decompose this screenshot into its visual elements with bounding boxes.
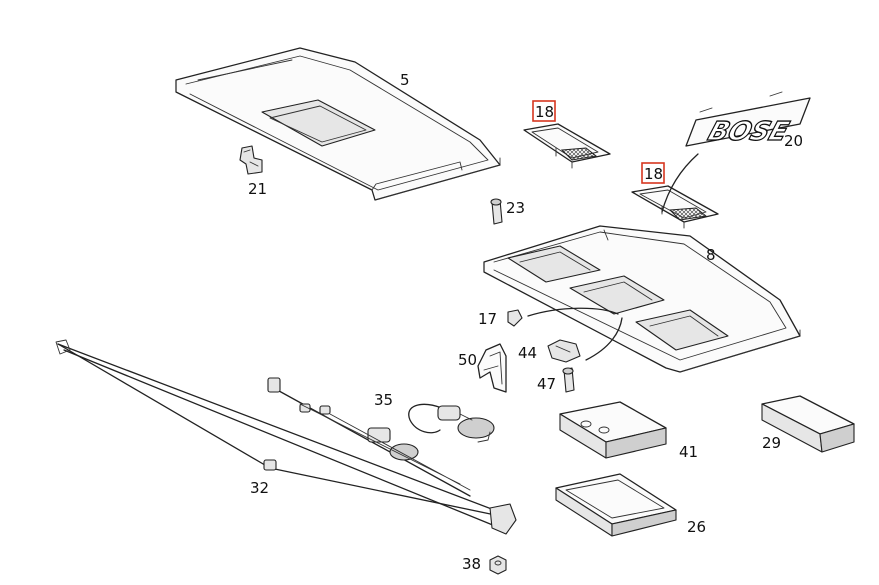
parcel-shelf-upper[interactable] <box>175 47 501 201</box>
speaker-grille-18-left[interactable] <box>523 123 611 169</box>
clip-part-21[interactable] <box>239 145 263 175</box>
tray-part-26[interactable] <box>555 473 677 537</box>
label-part-18-left[interactable]: 18 <box>535 103 554 121</box>
label-part-20[interactable]: 20 <box>784 132 803 150</box>
label-part-35[interactable]: 35 <box>374 391 393 409</box>
label-part-21[interactable]: 21 <box>248 180 267 198</box>
speaker-grille-18-right[interactable] <box>631 185 719 229</box>
label-part-44[interactable]: 44 <box>518 344 537 362</box>
label-part-18-right[interactable]: 18 <box>644 165 663 183</box>
label-part-26[interactable]: 26 <box>687 518 706 536</box>
rod-assembly-part-32[interactable] <box>55 339 517 535</box>
parcel-shelf-lower[interactable] <box>483 225 801 373</box>
holder-part-44[interactable] <box>547 339 581 363</box>
highlight-box-18-left <box>532 100 556 122</box>
label-part-50[interactable]: 50 <box>458 351 477 369</box>
cable-part-35[interactable] <box>408 403 495 443</box>
label-part-5[interactable]: 5 <box>400 71 410 89</box>
highlight-box-18-right <box>641 162 665 184</box>
bolt-part-47[interactable] <box>562 367 575 393</box>
label-part-23[interactable]: 23 <box>506 199 525 217</box>
clip-part-17[interactable] <box>507 309 523 327</box>
box-part-41[interactable] <box>559 401 667 459</box>
label-part-38[interactable]: 38 <box>462 555 481 573</box>
bracket-part-50[interactable] <box>477 343 507 393</box>
label-part-41[interactable]: 41 <box>679 443 698 461</box>
bolt-part-23[interactable] <box>490 198 503 225</box>
label-part-8[interactable]: 8 <box>706 246 716 264</box>
label-part-47[interactable]: 47 <box>537 375 556 393</box>
label-part-17[interactable]: 17 <box>478 310 497 328</box>
bose-emblem[interactable]: BOSE <box>661 91 811 213</box>
emblem-text: BOSE <box>704 117 792 147</box>
label-part-32[interactable]: 32 <box>250 479 269 497</box>
cushion-part-29[interactable] <box>761 395 855 453</box>
label-part-29[interactable]: 29 <box>762 434 781 452</box>
nut-part-38[interactable] <box>489 555 507 575</box>
